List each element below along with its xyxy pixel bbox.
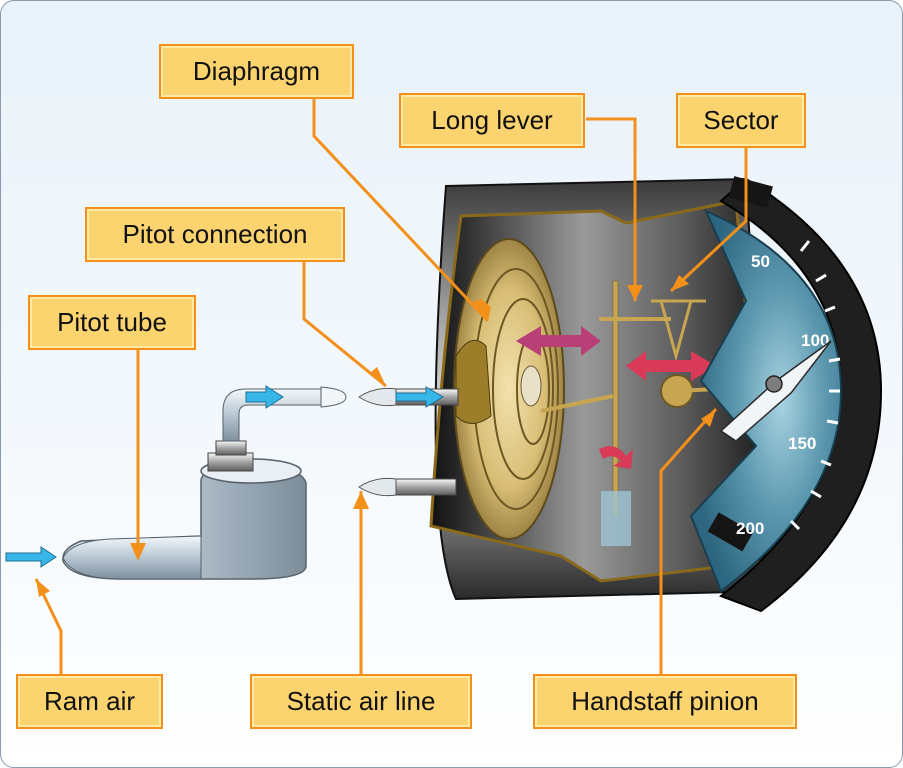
- airspeed-needle: [719, 340, 832, 442]
- label-long-lever: Long lever: [399, 93, 585, 148]
- label-sector: Sector: [676, 93, 806, 148]
- dial-number-50: 50: [751, 252, 770, 271]
- label-diaphragm: Diaphragm: [159, 44, 354, 99]
- label-pitot-connection: Pitot connection: [85, 207, 345, 262]
- diaphragm-capsule: [453, 238, 565, 540]
- pitot-tube: [62, 386, 347, 580]
- dial-number-100: 100: [801, 331, 829, 350]
- static-connection-fitting: [358, 477, 457, 497]
- mechanism: [540, 280, 777, 546]
- dial-ticks: [789, 240, 841, 531]
- motion-arrows: [516, 326, 716, 469]
- label-pitot-tube: Pitot tube: [28, 295, 196, 350]
- label-ram-air: Ram air: [16, 674, 163, 729]
- leader-arrowheads: [36, 275, 716, 597]
- dial-number-150: 150: [788, 434, 816, 453]
- dial-number-200: 200: [736, 519, 764, 538]
- label-static-air-line: Static air line: [250, 674, 472, 729]
- label-handstaff-pinion: Handstaff pinion: [533, 674, 797, 729]
- air-flow-arrows: [5, 385, 444, 568]
- leader-lines: [34, 97, 748, 674]
